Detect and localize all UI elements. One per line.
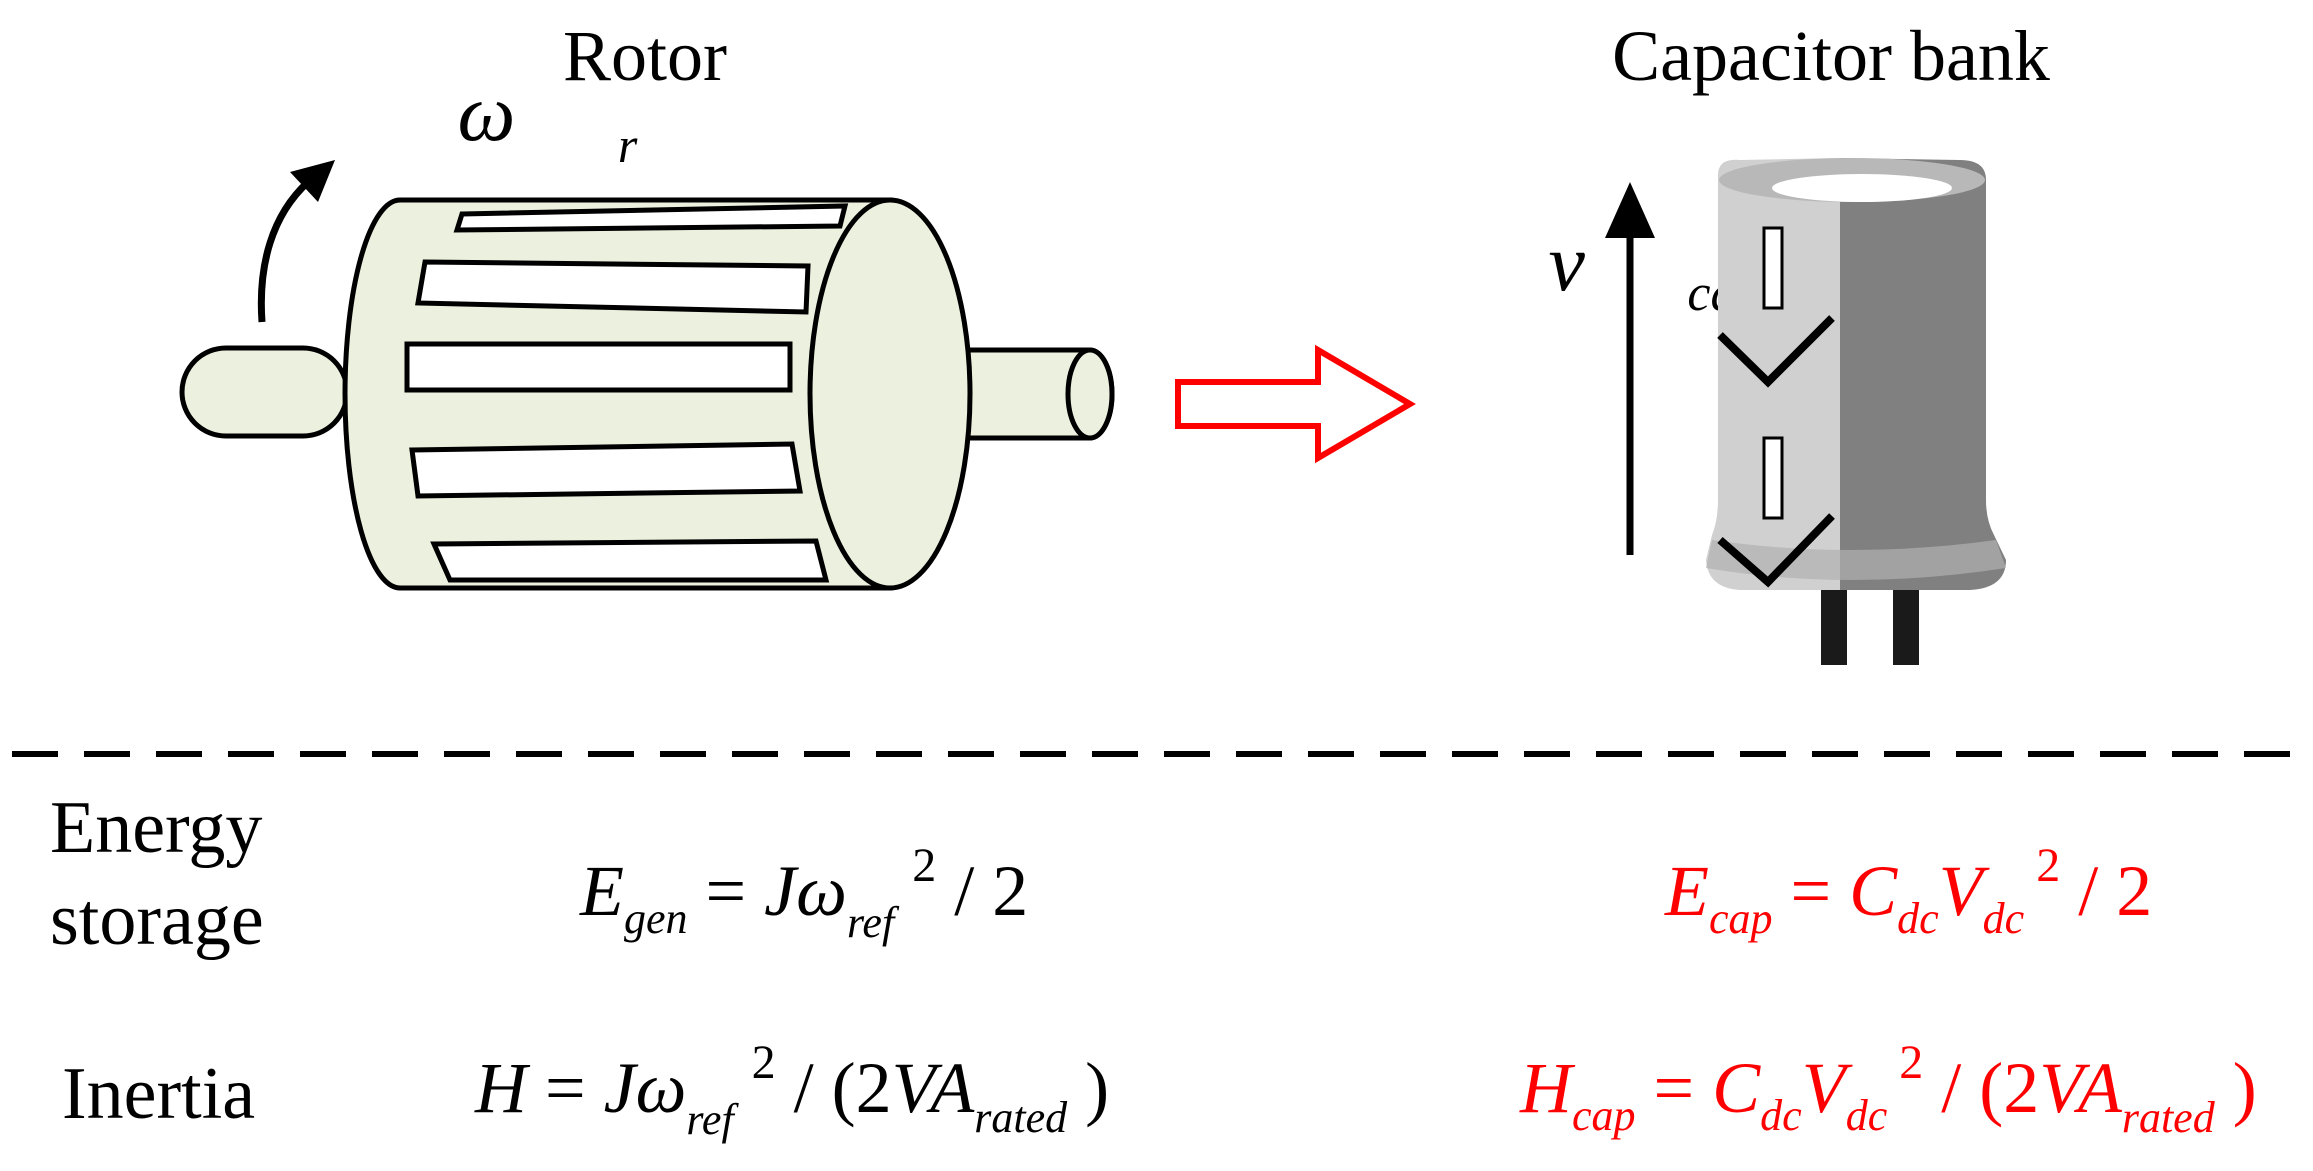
eq-symbol: VA bbox=[2039, 1048, 2123, 1128]
rotor-slot bbox=[415, 259, 811, 315]
rotor-slot bbox=[453, 203, 849, 233]
eq-symbol: ω bbox=[636, 1048, 687, 1128]
capacitor-body-dark bbox=[1840, 158, 2006, 590]
eq-subscript: ref bbox=[847, 898, 900, 947]
eq-operator: ) bbox=[2215, 1048, 2257, 1128]
eq-operator: = bbox=[1773, 851, 1850, 931]
capacitor-polarity-mark bbox=[1717, 513, 1835, 588]
eq-exponent: 2 bbox=[2036, 839, 2060, 892]
rotor-drawing bbox=[179, 160, 1115, 591]
eq-symbol: E bbox=[579, 851, 624, 931]
eq-symbol: VA bbox=[892, 1048, 976, 1128]
rotor-slot bbox=[430, 538, 830, 583]
rotor-speed-label: ω r bbox=[355, 67, 699, 180]
rotor-end-cap bbox=[807, 197, 973, 591]
capacitor-marking bbox=[1762, 226, 1784, 310]
energy-transfer-arrow bbox=[1175, 344, 1416, 464]
rotor-title: Rotor bbox=[563, 16, 727, 96]
eq-subscript: dc bbox=[1983, 894, 2025, 943]
eq-operator: = bbox=[527, 1048, 604, 1128]
eq-subscript: gen bbox=[624, 894, 688, 943]
energy-label-line1: Energy bbox=[50, 787, 262, 869]
eq-exponent: 2 bbox=[752, 1036, 776, 1089]
omega-subscript: r bbox=[618, 117, 638, 173]
eq-operator: / (2 bbox=[1923, 1048, 2039, 1128]
capacitor-polarity-mark bbox=[1717, 315, 1835, 388]
equation-e-cap: Ecap = CdcVdc2 / 2 bbox=[1575, 839, 2206, 943]
eq-subscript: rated bbox=[974, 1093, 1068, 1142]
eq-symbol: C bbox=[1849, 851, 1898, 931]
rotation-arrow-head bbox=[290, 160, 335, 202]
eq-subscript: rated bbox=[2122, 1093, 2216, 1142]
rotor-slot bbox=[409, 441, 803, 499]
rotor-left-shaft bbox=[179, 345, 350, 439]
eq-subscript: cap bbox=[1709, 894, 1773, 943]
capacitor-marking bbox=[1762, 436, 1784, 520]
eq-symbol: E bbox=[1664, 851, 1709, 931]
eq-subscript: dc bbox=[1897, 894, 1939, 943]
capacitor-top-highlight bbox=[1772, 174, 1952, 202]
capacitor-title: Capacitor bank bbox=[1612, 16, 2050, 96]
eq-subscript: dc bbox=[1760, 1091, 1802, 1140]
voltage-symbol: v bbox=[1549, 217, 1586, 308]
rotation-arrow bbox=[257, 179, 311, 323]
eq-symbol: H bbox=[474, 1048, 531, 1128]
eq-symbol: C bbox=[1712, 1048, 1761, 1128]
capacitor-drawing bbox=[1706, 158, 2006, 665]
eq-symbol: J bbox=[764, 851, 799, 931]
eq-symbol: V bbox=[1802, 1048, 1853, 1128]
eq-tail: / 2 bbox=[2060, 851, 2152, 931]
eq-exponent: 2 bbox=[912, 839, 936, 892]
eq-operator: = bbox=[688, 851, 765, 931]
inertia-label: Inertia bbox=[62, 1053, 255, 1135]
omega-symbol: ω bbox=[458, 67, 516, 158]
eq-subscript: ref bbox=[686, 1095, 739, 1144]
eq-tail: / 2 bbox=[936, 851, 1028, 931]
eq-symbol: V bbox=[1939, 851, 1990, 931]
equation-h-gen: H = Jωref 2 / (2VArated ) bbox=[385, 1036, 1163, 1144]
eq-operator: / (2 bbox=[776, 1048, 892, 1128]
eq-subscript: cap bbox=[1572, 1091, 1636, 1140]
rotor-slot bbox=[404, 341, 793, 393]
eq-symbol: H bbox=[1519, 1048, 1576, 1128]
energy-label-line2: storage bbox=[50, 879, 264, 961]
eq-symbol: J bbox=[604, 1048, 639, 1128]
capacitor-leg bbox=[1893, 585, 1919, 665]
capacitor-leg bbox=[1821, 585, 1847, 665]
eq-operator: ) bbox=[1067, 1048, 1109, 1128]
voltage-arrow-head bbox=[1605, 182, 1655, 238]
eq-operator: = bbox=[1636, 1048, 1713, 1128]
eq-exponent: 2 bbox=[1899, 1036, 1923, 1089]
rotor-right-shaft-end bbox=[1065, 347, 1115, 441]
equation-h-cap: Hcap = CdcVdc2 / (2VArated ) bbox=[1430, 1036, 2311, 1142]
eq-symbol: ω bbox=[796, 851, 847, 931]
eq-subscript: dc bbox=[1846, 1091, 1888, 1140]
equation-e-gen: Egen = Jωref2 / 2 bbox=[490, 839, 1082, 947]
